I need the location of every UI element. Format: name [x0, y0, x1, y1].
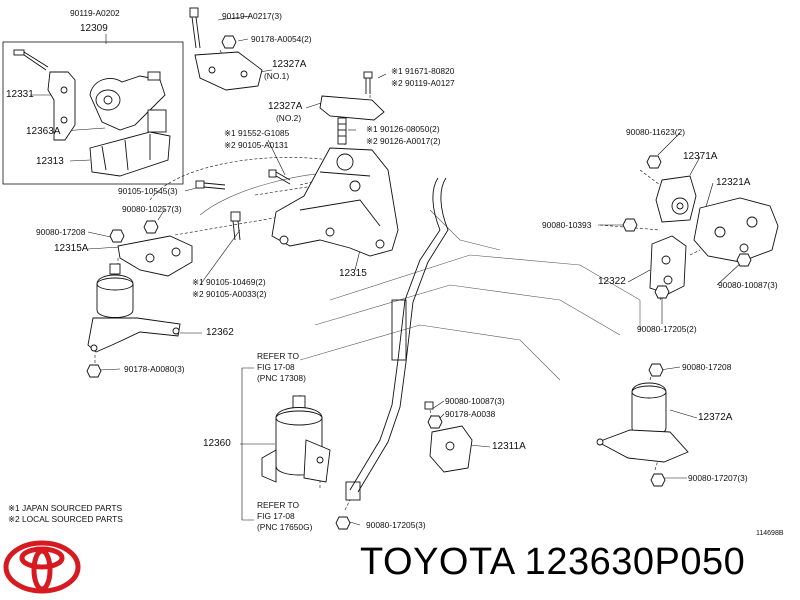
- label-12309: 12309: [80, 23, 108, 34]
- label-refer1-line2: FIG 17-08: [257, 362, 295, 372]
- nut-90080-17205-2: [654, 285, 670, 299]
- vacuum-hose: [345, 177, 449, 501]
- label-90105-a0131: ※2 90105-A0131: [224, 140, 289, 150]
- label-90080-10087-mid: 90080-10087(3): [445, 396, 505, 406]
- label-90080-17208-left: 90080-17208: [36, 227, 86, 237]
- label-90080-17207: 90080-17207(3): [688, 473, 748, 483]
- nut-90178-a0080: [86, 364, 102, 378]
- figure-id: 114698B: [756, 530, 784, 537]
- bolt-91552-g1085: [268, 169, 291, 185]
- bracket-12327a-no1: [194, 51, 263, 91]
- bolt-90119-a0217: [189, 7, 201, 49]
- label-12371a: 12371A: [683, 151, 718, 162]
- label-12322: 12322: [598, 276, 626, 287]
- bracket-12371a: [655, 175, 697, 223]
- bolt-90080-10087-mid: [424, 401, 434, 410]
- bolt-90119-a0202: [13, 49, 49, 71]
- label-refer2-line2: FIG 17-08: [257, 511, 295, 521]
- label-12360: 12360: [203, 438, 231, 449]
- mount-insulator-12362: [87, 263, 181, 353]
- label-90178-a0080: 90178-A0080(3): [124, 364, 185, 374]
- label-90119-a0202: 90119-A0202: [70, 8, 120, 18]
- nut-90178-a0038: [427, 415, 443, 429]
- label-refer2-line3: (PNC 17650G): [257, 522, 313, 532]
- label-90105-a0033: ※2 90105-A0033(2): [192, 289, 267, 299]
- legend-japan-sourced: ※1 JAPAN SOURCED PARTS: [8, 503, 123, 513]
- toyota-logo: [3, 540, 81, 594]
- label-90119-a0217: 90119-A0217(3): [222, 11, 282, 21]
- nut-90080-17208-right: [648, 363, 664, 377]
- bolt-90105-10469: [230, 211, 241, 241]
- label-90080-17205-3: 90080-17205(3): [366, 520, 426, 530]
- label-90105-10545: 90105-10545(3): [118, 186, 178, 196]
- label-90126-a0017: ※2 90126-A0017(2): [366, 136, 441, 146]
- label-90080-10087-right: 90080-10087(3): [718, 280, 778, 290]
- label-91552-g1085: ※1 91552-G1085: [224, 128, 290, 138]
- label-90080-11623: 90080-11623(2): [626, 127, 685, 137]
- bracket-12313: [89, 109, 171, 177]
- nut-90080-10087-right: [736, 253, 752, 267]
- label-12327a-no1-note: (NO.1): [264, 71, 290, 81]
- bolt-90080-11623: [646, 155, 662, 169]
- bracket-12311a: [429, 425, 473, 473]
- nut-90080-17207: [650, 473, 666, 487]
- label-90119-a0127: ※2 90119-A0127: [391, 78, 455, 88]
- label-90178-a0038: 90178-A0038: [445, 409, 496, 419]
- label-12315: 12315: [339, 268, 367, 279]
- label-12331: 12331: [6, 89, 34, 100]
- label-90126-08050: ※1 90126-08050(2): [366, 124, 440, 134]
- label-12372a: 12372A: [698, 412, 733, 423]
- label-90080-10393: 90080-10393: [542, 220, 592, 230]
- mount-12363a: [89, 71, 166, 131]
- label-90178-a0054: 90178-A0054(2): [251, 34, 312, 44]
- label-12363a: 12363A: [26, 126, 61, 137]
- legend-local-sourced: ※2 LOCAL SOURCED PARTS: [8, 514, 123, 524]
- subassembly-box: [2, 41, 184, 185]
- label-12315a: 12315A: [54, 243, 89, 254]
- nut-90080-10257: [143, 220, 159, 234]
- label-12311a: 12311A: [492, 441, 526, 452]
- bracket-12315: [271, 147, 399, 257]
- label-90105-10469: ※1 90105-10469(2): [192, 277, 266, 287]
- label-12313: 12313: [36, 156, 64, 167]
- bracket-12327a-no2: [319, 95, 385, 121]
- bracket-12321a: [693, 197, 779, 263]
- label-refer2-line1: REFER TO: [257, 500, 300, 510]
- label-91671-80820: ※1 91671-80820: [391, 66, 455, 76]
- label-12327a-no2: 12327A: [268, 101, 303, 112]
- label-90080-10257: 90080-10257(3): [122, 204, 182, 214]
- bracket-12322: [649, 235, 687, 295]
- label-refer1-line3: (PNC 17308): [257, 373, 306, 383]
- bolt-91671-80820: [363, 71, 373, 94]
- nut-90080-17205-3: [335, 516, 351, 530]
- label-12327a-no1: 12327A: [272, 59, 307, 70]
- stud-90126-08050: [337, 117, 347, 145]
- label-12327a-no2-note: (NO.2): [276, 113, 302, 123]
- nut-90080-17208-left: [109, 229, 125, 243]
- mount-insulator-12372a: [596, 382, 689, 463]
- label-12362: 12362: [206, 327, 234, 338]
- bracket-12331: [47, 71, 76, 141]
- label-90080-17205-2: 90080-17205(2): [637, 324, 697, 334]
- engine-outline: [199, 171, 641, 381]
- bolt-90080-10393: [622, 218, 638, 232]
- brand-part-number-caption: TOYOTA 123630P050: [360, 541, 746, 583]
- label-refer1-line1: REFER TO: [257, 351, 300, 361]
- mount-insulator-12360: [261, 395, 331, 483]
- label-90080-17208-right: 90080-17208: [682, 362, 732, 372]
- bolt-90105-10545: [195, 180, 226, 190]
- bracket-12315a: [117, 235, 193, 277]
- label-12321a: 12321A: [716, 177, 751, 188]
- nut-90178-a0054: [221, 35, 237, 49]
